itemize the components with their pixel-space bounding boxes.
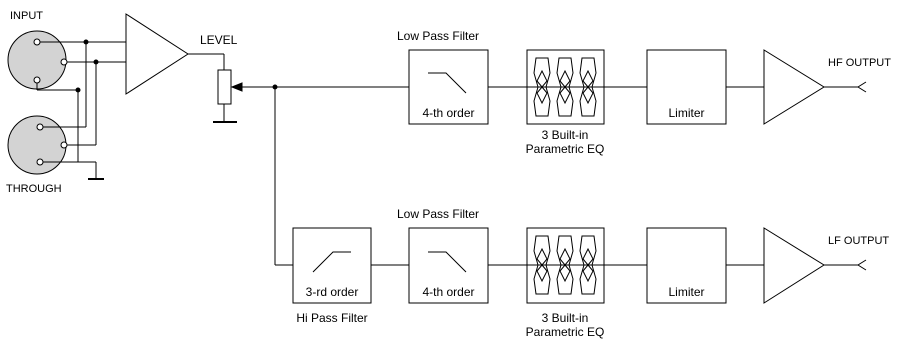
hf-limiter-box [646,49,727,125]
hf-output-label: HF OUTPUT [828,57,891,69]
lf-eq-caption-line2: Parametric EQ [525,325,605,339]
lf-lowpass-order: 4-th order [422,285,475,299]
lf-hipass-filter-box [292,227,372,304]
lf-limiter-box [646,227,727,304]
input-amplifier [125,13,189,95]
hf-lowpass-filter-box [408,49,489,125]
hf-eq-caption-line2: Parametric EQ [525,142,605,156]
lf-limiter-label: Limiter [668,285,705,299]
hf-lowpass-title: Low Pass Filter [397,29,480,43]
hf-output-amplifier [763,49,825,125]
lf-eq-caption-line1: 3 Built-in [541,311,589,325]
hf-chain-wiring [275,81,867,93]
lf-lowpass-filter-box [408,227,489,304]
lf-hipass-order: 3-rd order [305,285,359,299]
hf-eq-caption-line1: 3 Built-in [541,128,589,142]
input-xlr-connector [7,30,68,90]
through-label: THROUGH [6,183,62,195]
hf-lowpass-order: 4-th order [422,106,475,120]
lf-output-label: LF OUTPUT [828,235,890,247]
lf-chain-wiring [274,87,867,271]
hf-parametric-eq-box [526,49,605,125]
hf-limiter-label: Limiter [668,106,705,120]
input-label: INPUT [10,10,43,22]
lf-lowpass-title: Low Pass Filter [397,207,480,221]
level-wiring [188,53,278,123]
lf-hipass-title: Hi Pass Filter [296,311,368,325]
lf-parametric-eq-box [526,227,605,304]
level-label: LEVEL [200,33,238,47]
input-wiring [36,39,126,180]
through-xlr-connector [7,115,68,175]
lf-output-amplifier [763,227,825,304]
